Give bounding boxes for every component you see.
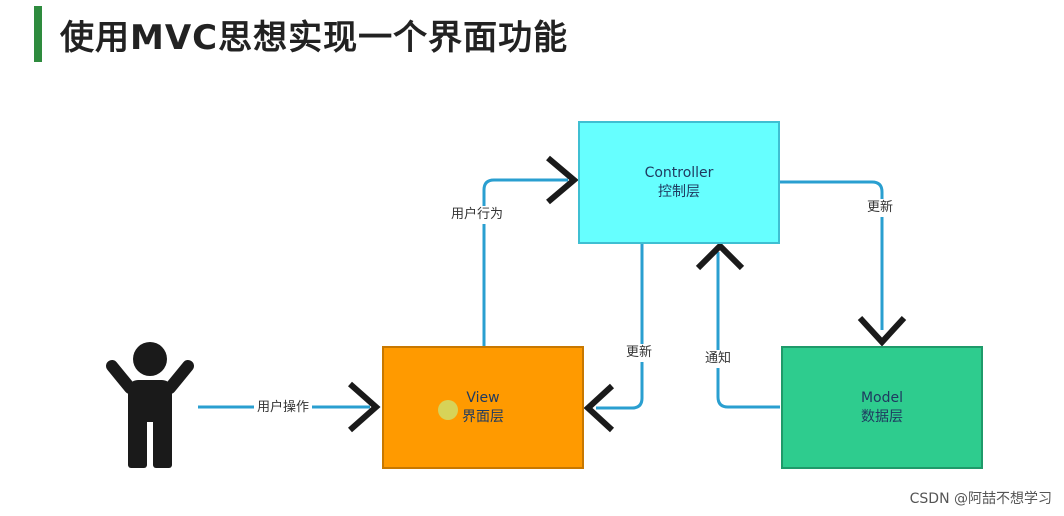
controller-name: Controller bbox=[644, 164, 714, 181]
label-notify: 通知 bbox=[702, 350, 735, 368]
model-box: Model 数据层 bbox=[781, 346, 983, 469]
edge-controller-to-view bbox=[596, 242, 644, 410]
title-accent-bar bbox=[34, 6, 42, 62]
view-name: View bbox=[466, 389, 500, 406]
view-box: View 界面层 bbox=[382, 346, 584, 469]
arrowhead-view-to-controller bbox=[546, 155, 579, 205]
arrowhead-controller-to-model bbox=[857, 315, 907, 347]
label-user-operation: 用户操作 bbox=[254, 399, 313, 417]
controller-subtitle: 控制层 bbox=[658, 183, 700, 200]
arrowhead-user-to-view bbox=[348, 381, 381, 433]
arrowhead-model-to-controller bbox=[695, 241, 745, 271]
label-update-model: 更新 bbox=[864, 199, 897, 217]
model-name: Model bbox=[860, 389, 904, 406]
edge-model-to-controller bbox=[716, 252, 780, 409]
arrowhead-controller-to-view bbox=[583, 383, 615, 433]
edge-controller-to-model bbox=[778, 180, 884, 330]
user-figure-icon bbox=[106, 342, 194, 468]
cursor-highlight bbox=[438, 400, 458, 420]
edge-view-to-controller bbox=[482, 178, 568, 346]
controller-box: Controller 控制层 bbox=[578, 121, 780, 244]
page-title: 使用MVC思想实现一个界面功能 bbox=[60, 18, 569, 58]
label-update-view: 更新 bbox=[623, 344, 656, 362]
model-subtitle: 数据层 bbox=[861, 408, 903, 425]
view-subtitle: 界面层 bbox=[462, 408, 504, 425]
watermark: CSDN @阿喆不想学习 bbox=[909, 491, 1052, 507]
label-user-action: 用户行为 bbox=[448, 206, 507, 224]
